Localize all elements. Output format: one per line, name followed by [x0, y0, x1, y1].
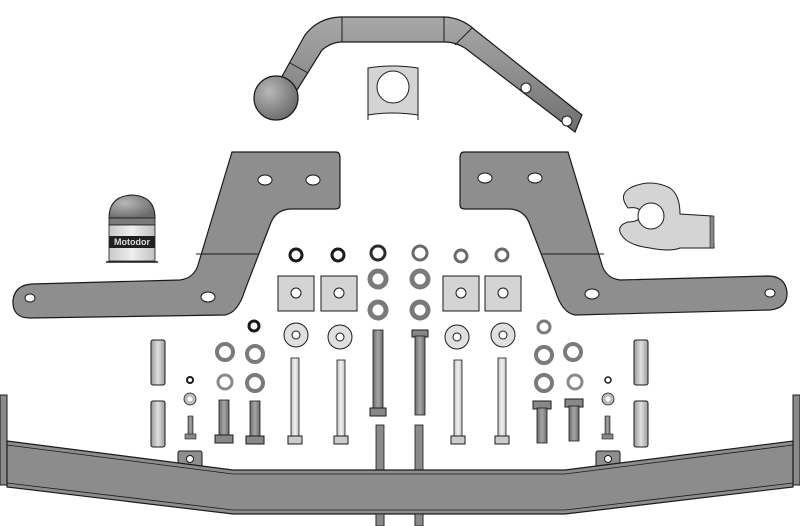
cross-beam — [0, 394, 800, 526]
hex-nut — [494, 247, 510, 263]
washer-stacks — [183, 268, 615, 406]
cap-brand-label: Motodor — [114, 237, 150, 247]
hex-nut — [330, 247, 346, 263]
socket-plate — [619, 182, 715, 251]
electrical-socket-bracket — [367, 65, 419, 120]
tow-ball-neck — [253, 16, 583, 133]
hex-nut-row — [288, 244, 510, 264]
hex-nut — [411, 244, 429, 262]
mounting-arm-right — [459, 151, 788, 316]
square-washer-plates — [277, 275, 522, 312]
hex-nut — [453, 248, 469, 264]
tow-ball-cap: Motodor — [106, 194, 158, 263]
hex-nut — [369, 244, 387, 262]
mounting-arm-left — [12, 151, 341, 319]
spacer-tubes — [150, 339, 649, 448]
bolts — [184, 329, 614, 445]
hex-nut — [288, 247, 304, 263]
